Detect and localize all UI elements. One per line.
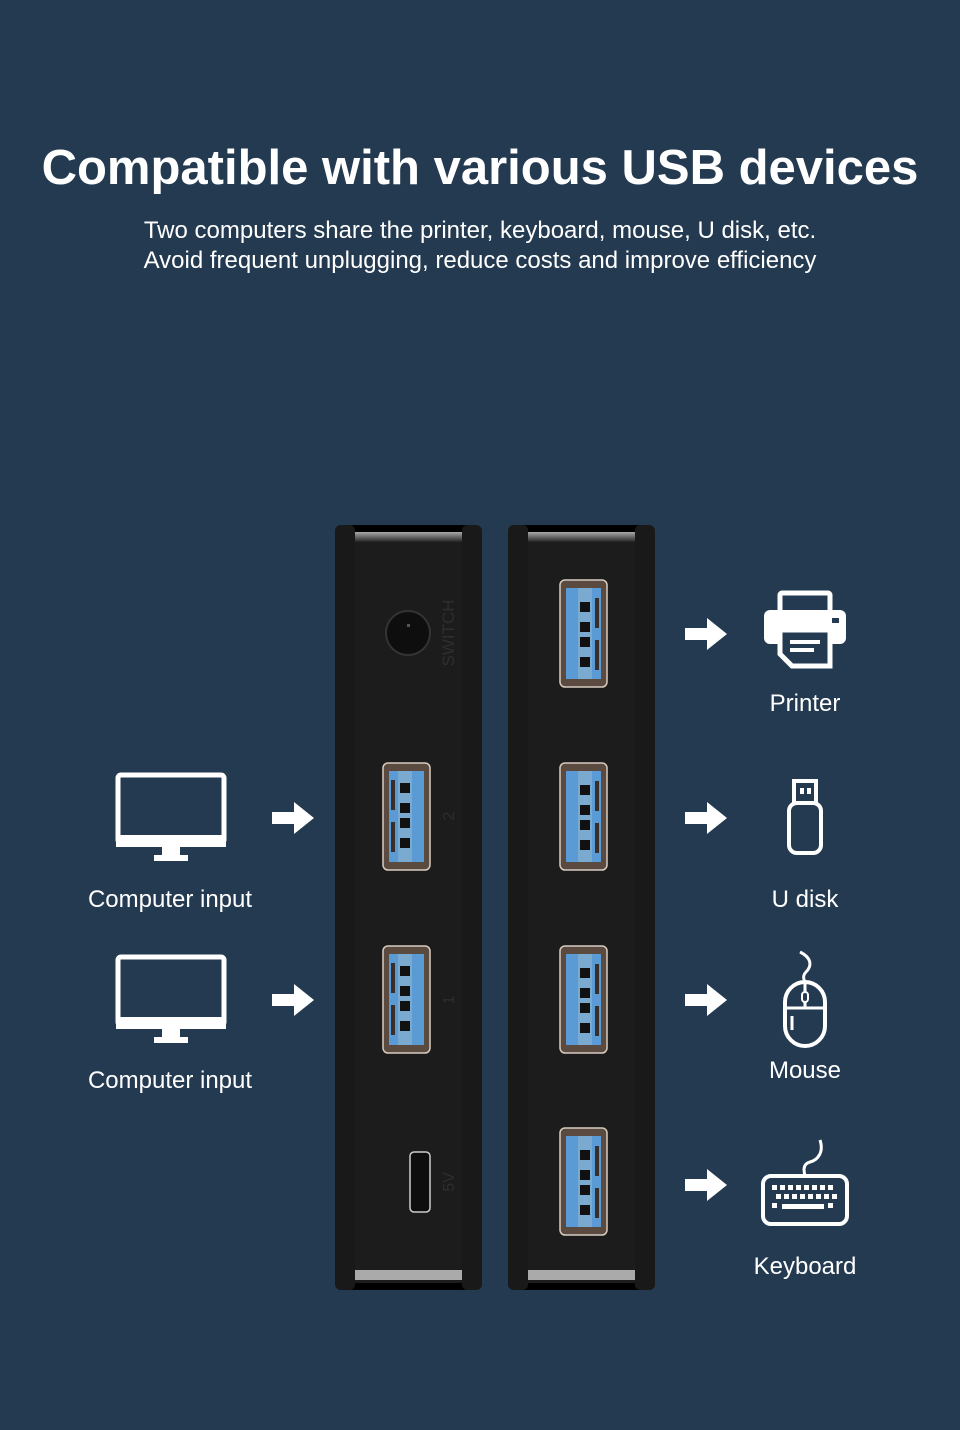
arrow-right-icon	[272, 984, 314, 1016]
power-label: 5V	[441, 1172, 458, 1192]
output-label-mouse: Mouse	[768, 1057, 842, 1084]
keyboard-icon	[761, 1139, 849, 1226]
output-label-u-disk: U disk	[771, 886, 839, 913]
subtitle-line-2: Avoid frequent unplugging, reduce costs …	[143, 247, 817, 274]
monitor-icon	[115, 772, 227, 861]
input-label-1: Computer input	[87, 886, 253, 913]
switch-label: SWITCH	[439, 599, 458, 666]
output-label-printer: Printer	[769, 690, 841, 717]
input-device	[335, 525, 482, 1290]
page-title: Compatible with various USB devices	[41, 141, 919, 195]
output-label-keyboard: Keyboard	[753, 1253, 857, 1280]
input-label-2: Computer input	[87, 1067, 253, 1094]
kvm-switch-devices: SWITCH 2 1 5V	[335, 525, 655, 1290]
printer-icon	[764, 590, 846, 669]
monitor-icon	[115, 954, 227, 1043]
port-2-label: 2	[441, 811, 458, 820]
subtitle-line-1: Two computers share the printer, keyboar…	[143, 217, 817, 244]
arrow-right-icon	[685, 1169, 727, 1201]
usb-drive-icon	[787, 779, 823, 855]
output-device	[508, 525, 655, 1290]
arrow-right-icon	[685, 618, 727, 650]
port-1-label: 1	[441, 995, 458, 1004]
mouse-icon	[783, 950, 827, 1048]
arrow-right-icon	[685, 984, 727, 1016]
arrow-right-icon	[685, 802, 727, 834]
arrow-right-icon	[272, 802, 314, 834]
